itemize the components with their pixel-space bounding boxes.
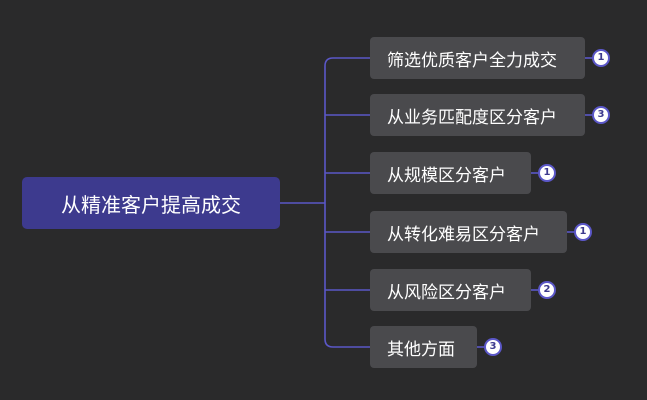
subtopic-node-3[interactable]: 从规模区分客户 [370,152,531,194]
subtopic-label-1: 筛选优质客户全力成交 [387,50,557,71]
subtopic-count-badge-1[interactable]: 1 [592,49,610,67]
subtopic-label-2: 从业务匹配度区分客户 [387,107,557,128]
subtopic-label-4: 从转化难易区分客户 [387,224,540,245]
subtopic-label-6: 其他方面 [387,339,455,360]
subtopic-node-5[interactable]: 从风险区分客户 [370,269,531,311]
subtopic-label-3: 从规模区分客户 [387,165,506,186]
subtopic-count-badge-5[interactable]: 2 [538,281,556,299]
connector-branch-1 [324,57,370,348]
subtopic-node-4[interactable]: 从转化难易区分客户 [370,211,567,253]
subtopic-node-6[interactable]: 其他方面 [370,326,477,368]
subtopic-node-1[interactable]: 筛选优质客户全力成交 [370,37,585,79]
subtopic-label-5: 从风险区分客户 [387,282,506,303]
root-topic-node[interactable]: 从精准客户提高成交 [22,177,280,229]
subtopic-count-badge-2[interactable]: 3 [592,106,610,124]
subtopic-node-2[interactable]: 从业务匹配度区分客户 [370,94,585,136]
subtopic-count-badge-3[interactable]: 1 [538,164,556,182]
subtopic-count-badge-4[interactable]: 1 [574,223,592,241]
subtopic-count-badge-6[interactable]: 3 [484,338,502,356]
